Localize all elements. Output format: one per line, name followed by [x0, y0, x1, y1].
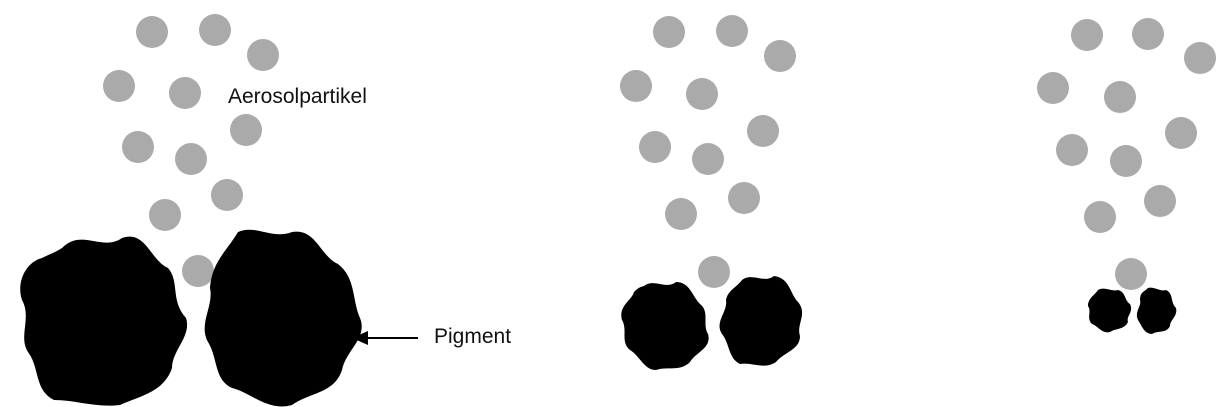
aerosol-particle — [698, 256, 730, 288]
aerosol-particle — [247, 39, 279, 71]
aerosol-particle — [1115, 258, 1147, 290]
pigment-particle — [205, 230, 362, 407]
aerosol-particle — [149, 199, 181, 231]
aerosol-particle — [639, 131, 671, 163]
aerosol-label: Aerosolpartikel — [228, 85, 367, 109]
aerosol-particle — [1144, 185, 1176, 217]
left-arrow-icon — [352, 331, 418, 345]
aerosol-particle — [1056, 134, 1088, 166]
aerosol-particle — [716, 15, 748, 47]
aerosol-particles-medium — [620, 15, 796, 288]
aerosol-particle — [692, 143, 724, 175]
aerosol-particle — [199, 14, 231, 46]
aerosol-particle — [1037, 72, 1069, 104]
aerosol-particle — [653, 16, 685, 48]
aerosol-particles-small — [1037, 18, 1216, 290]
aerosol-particle — [211, 179, 243, 211]
aerosol-particle — [136, 16, 168, 48]
aerosol-particle — [175, 143, 207, 175]
aerosol-particle — [122, 131, 154, 163]
aerosol-particle — [686, 78, 718, 110]
pigment-particle — [1137, 288, 1176, 334]
aerosol-particle — [728, 182, 760, 214]
panel-medium-pigment — [620, 15, 802, 370]
pigment-label: Pigment — [434, 325, 511, 349]
aerosol-particle — [1184, 42, 1216, 74]
pigment-particle — [720, 276, 803, 366]
aerosol-particle — [1084, 201, 1116, 233]
pigment-particle — [621, 282, 708, 370]
aerosol-particle — [182, 255, 214, 287]
aerosol-particle — [1132, 18, 1164, 50]
aerosol-particle — [169, 77, 201, 109]
panel-large-pigment — [20, 14, 361, 406]
pigment-particle — [1088, 289, 1131, 333]
aerosol-particle — [230, 114, 262, 146]
aerosol-particle — [665, 198, 697, 230]
pigment-particle — [20, 237, 187, 406]
aerosol-particle — [764, 40, 796, 72]
aerosol-particle — [1165, 117, 1197, 149]
panel-small-pigment — [1037, 18, 1216, 334]
aerosol-particle — [747, 115, 779, 147]
aerosol-particle — [620, 70, 652, 102]
aerosol-particle — [1110, 145, 1142, 177]
aerosol-particle — [103, 70, 135, 102]
aerosol-particle — [1104, 81, 1136, 113]
aerosol-particle — [1071, 19, 1103, 51]
